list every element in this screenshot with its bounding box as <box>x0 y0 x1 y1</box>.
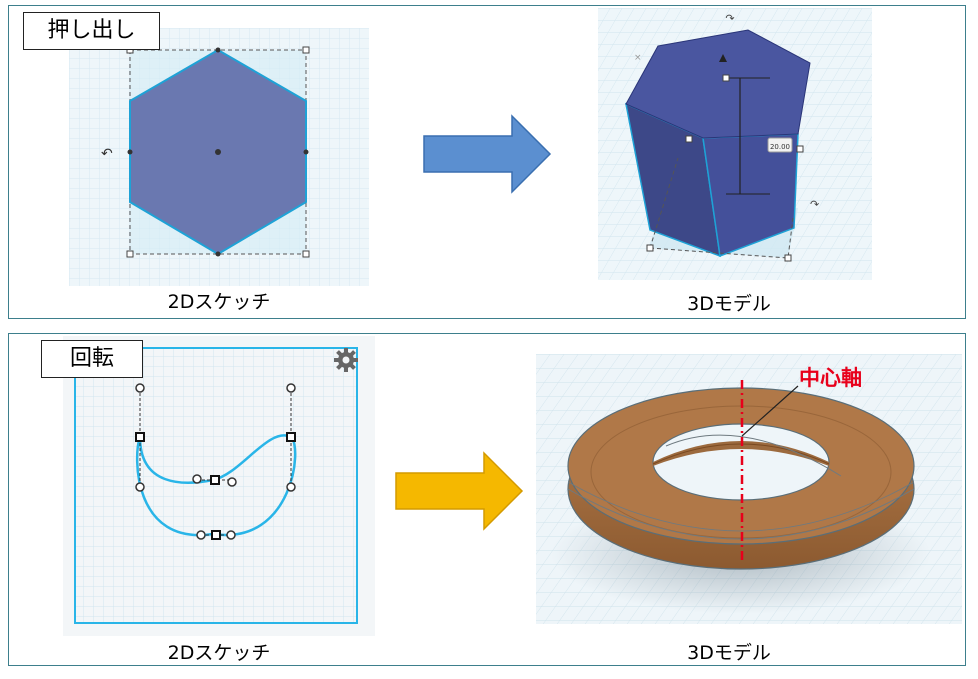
revolve-arrow <box>394 451 524 531</box>
extrude-sketch-view: ↶ <box>69 28 369 286</box>
rotate-handle-icon[interactable]: ↶ <box>101 146 113 162</box>
extrude-model-caption: 3Dモデル <box>687 293 771 315</box>
hexagon-sketch-svg: ↶ <box>69 28 369 286</box>
extrude-3d-view: 20.00 ↷ ↷ × <box>598 8 872 280</box>
prism-handles[interactable] <box>646 74 804 262</box>
revolve-sketch-svg <box>63 336 375 636</box>
curve-anchor-points[interactable] <box>135 432 296 540</box>
revolve-model-caption: 3Dモデル <box>687 642 771 664</box>
sketch-canvas-border <box>74 347 358 624</box>
hex-prism-svg: 20.00 ↷ ↷ × <box>598 8 872 280</box>
revolve-panel: 2Dスケッチ <box>8 333 966 666</box>
revolve-sketch-caption: 2Dスケッチ <box>167 642 271 664</box>
svg-text:×: × <box>634 53 642 63</box>
extrude-arrow <box>422 114 552 194</box>
revolve-tag: 回転 <box>41 340 143 378</box>
torus-svg <box>536 354 962 624</box>
extrude-tag: 押し出し <box>23 12 160 50</box>
center-axis-label: 中心軸 <box>799 366 862 390</box>
move-up-icon[interactable] <box>719 54 727 62</box>
extrude-panel: ↶ 2Dスケッチ <box>8 5 966 319</box>
rotate-side-icon[interactable]: ↷ <box>810 198 819 211</box>
revolve-sketch-view <box>63 336 375 636</box>
gear-icon[interactable] <box>334 348 358 372</box>
dimension-value[interactable]: 20.00 <box>770 143 790 151</box>
profile-curve[interactable] <box>135 434 297 537</box>
extrude-sketch-caption: 2Dスケッチ <box>167 291 271 313</box>
revolve-3d-view <box>536 354 962 624</box>
axis-leader-line <box>741 385 799 437</box>
prism-top-face[interactable] <box>625 29 811 139</box>
rotate-top-icon[interactable]: ↷ <box>725 12 734 25</box>
curve-control-points[interactable] <box>135 383 296 540</box>
